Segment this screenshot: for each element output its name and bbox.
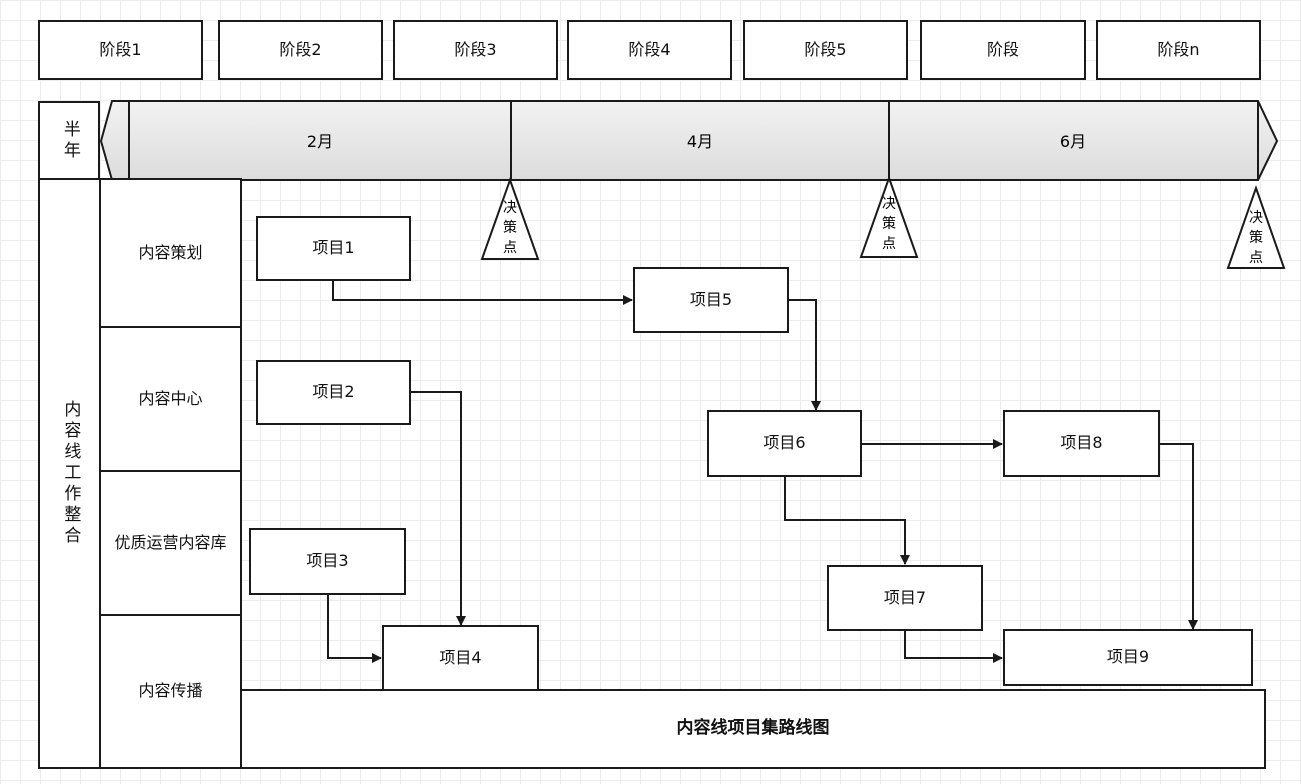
project-7: 项目7 (827, 565, 983, 631)
connector-p8-p9 (1160, 443, 1198, 630)
lane-content-center: 内容中心 (99, 326, 242, 472)
lane-content-planning-label: 内容策划 (138, 242, 203, 262)
project-7-label: 项目7 (883, 587, 927, 607)
month-label-3: 6月 (1060, 132, 1086, 151)
stage-4-label: 阶段4 (628, 39, 671, 59)
decision-point-2: 决策点 (859, 175, 919, 258)
half-year-label: 半年 (59, 119, 80, 162)
stage-1: 阶段1 (38, 20, 203, 80)
project-5-label: 项目5 (689, 289, 733, 309)
stage-2: 阶段2 (218, 20, 383, 80)
connector-p3-p4 (327, 595, 382, 663)
project-1-label: 项目1 (312, 238, 355, 258)
project-3-label: 项目3 (306, 551, 349, 571)
stage-5: 阶段5 (743, 20, 908, 80)
project-8-label: 项目8 (1060, 433, 1103, 453)
decision-point-1-label: 决策点 (503, 200, 517, 256)
lane-content-distribution: 内容传播 (99, 614, 242, 769)
stage-4: 阶段4 (567, 20, 732, 80)
project-2: 项目2 (256, 360, 411, 425)
connector-p7-p9 (904, 631, 1003, 663)
stage-n-label: 阶段n (1157, 39, 1200, 59)
lane-quality-content-library-label: 优质运营内容库 (114, 532, 227, 552)
project-2-label: 项目2 (312, 382, 355, 402)
stage-2-label: 阶段2 (279, 39, 322, 59)
work-integration-title: 内容线工作整合 (60, 400, 81, 547)
connector-p1-p5 (332, 281, 633, 305)
roadmap-title: 内容线项目集路线图 (676, 718, 830, 739)
work-integration-title-box: 内容线工作整合 (38, 178, 101, 769)
decision-point-1: 决策点 (480, 177, 540, 260)
stage-3: 阶段3 (393, 20, 558, 80)
stage-5-label: 阶段5 (804, 39, 847, 59)
connector-p5-p6 (789, 299, 821, 411)
project-4: 项目4 (382, 625, 539, 692)
decision-point-3: 决策点 (1226, 184, 1286, 269)
connector-p2-p4 (411, 391, 466, 626)
project-6-label: 项目6 (763, 433, 806, 453)
stage-6-label: 阶段 (986, 39, 1019, 59)
month-label-2: 4月 (687, 132, 713, 151)
stage-3-label: 阶段3 (454, 39, 497, 59)
project-9-label: 项目9 (1106, 647, 1150, 667)
lane-quality-content-library: 优质运营内容库 (99, 470, 242, 616)
project-8: 项目8 (1003, 410, 1160, 477)
lane-content-distribution-label: 内容传播 (138, 681, 203, 701)
project-5: 项目5 (633, 267, 789, 333)
lane-content-planning: 内容策划 (99, 178, 242, 328)
stage-6: 阶段 (920, 20, 1086, 80)
roadmap-title-box: 内容线项目集路线图 (240, 689, 1266, 769)
stage-n: 阶段n (1096, 20, 1261, 80)
month-label-1: 2月 (307, 132, 333, 151)
project-3: 项目3 (249, 528, 406, 595)
half-year-label-box: 半年 (38, 101, 100, 180)
project-1: 项目1 (256, 216, 411, 281)
connector-p6-p7 (784, 477, 910, 565)
project-4-label: 项目4 (439, 648, 482, 668)
lane-content-center-label: 内容中心 (138, 388, 203, 408)
project-9: 项目9 (1003, 629, 1253, 686)
project-6: 项目6 (707, 410, 862, 477)
decision-point-3-label: 决策点 (1249, 210, 1263, 266)
stage-1-label: 阶段1 (99, 39, 142, 59)
decision-point-2-label: 决策点 (882, 196, 896, 252)
